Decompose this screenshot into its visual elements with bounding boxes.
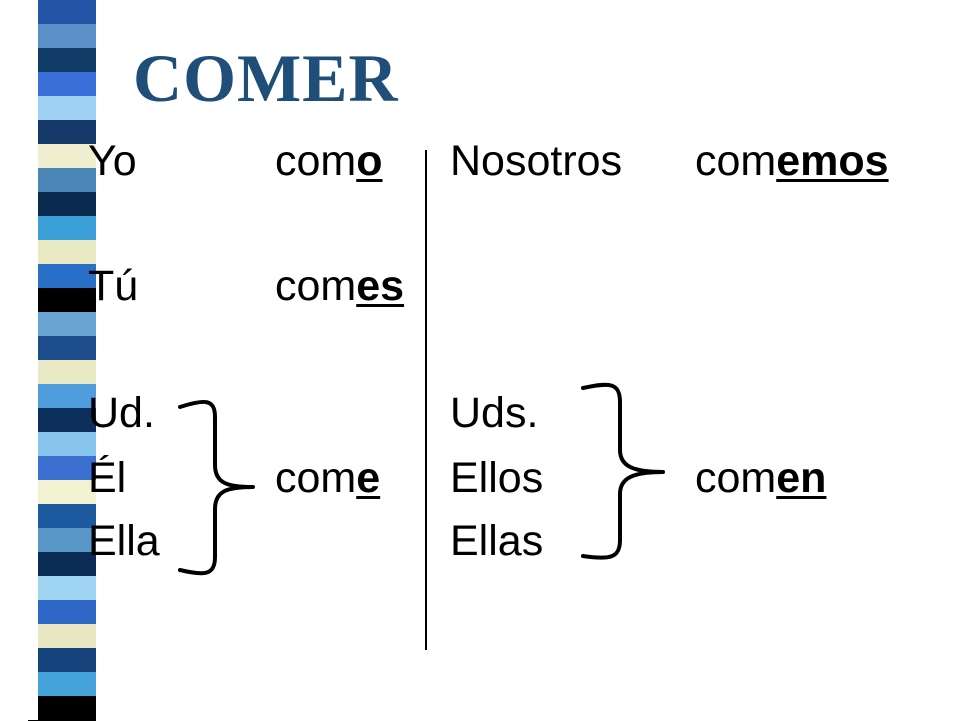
strip-block xyxy=(28,96,96,121)
strip-block xyxy=(28,264,96,289)
strip-block xyxy=(28,72,96,97)
pronoun-ella: Ella xyxy=(88,517,160,565)
strip-block xyxy=(28,624,96,649)
left-curly-brace xyxy=(178,399,255,576)
strip-block xyxy=(28,24,96,49)
verb-ellos: comen xyxy=(695,457,826,500)
pronoun-ud: Ud. xyxy=(88,389,155,437)
slide-title: COMER xyxy=(133,40,399,116)
verb-stem: com xyxy=(275,454,357,502)
verb-stem: com xyxy=(695,454,777,502)
verb-el: come xyxy=(275,457,380,500)
strip-block xyxy=(28,456,96,481)
strip-block xyxy=(28,648,96,673)
strip-block xyxy=(28,408,96,433)
verb-ending: emos xyxy=(776,137,889,185)
verb-nosotros: comemos xyxy=(695,140,889,183)
strip-block xyxy=(28,216,96,241)
strip-block xyxy=(28,336,96,361)
strip-block xyxy=(28,672,96,697)
strip-block xyxy=(28,192,96,217)
strip-block xyxy=(28,312,96,337)
decorative-strip xyxy=(28,0,96,721)
verb-ending: en xyxy=(776,454,827,502)
verb-ending: o xyxy=(356,137,383,185)
strip-block xyxy=(28,552,96,577)
verb-ending: e xyxy=(356,454,381,502)
pronoun-el: Él xyxy=(88,454,127,502)
strip-block xyxy=(28,528,96,553)
strip-block xyxy=(28,120,96,145)
right-curly-brace xyxy=(581,382,665,560)
strip-block xyxy=(28,600,96,625)
strip-block xyxy=(28,432,96,457)
strip-block xyxy=(28,48,96,73)
strip-block xyxy=(28,480,96,505)
verb-yo: como xyxy=(275,140,383,183)
pronoun-ellos: Ellos xyxy=(450,454,544,502)
verb-stem: com xyxy=(275,262,357,310)
strip-block xyxy=(28,168,96,193)
strip-block xyxy=(28,0,96,25)
verb-ending: es xyxy=(356,262,405,310)
strip-block xyxy=(28,360,96,385)
verb-tu: comes xyxy=(275,265,404,308)
pronoun-tu: Tú xyxy=(88,262,139,310)
pronoun-nosotros: Nosotros xyxy=(450,137,623,185)
verb-stem: com xyxy=(275,137,357,185)
strip-block xyxy=(28,240,96,265)
verb-stem: com xyxy=(695,137,777,185)
strip-block xyxy=(28,576,96,601)
pronoun-ellas: Ellas xyxy=(450,517,544,565)
strip-block xyxy=(28,384,96,409)
strip-block xyxy=(28,288,96,313)
strip-edge-left xyxy=(28,0,38,720)
column-divider xyxy=(425,150,427,650)
pronoun-uds: Uds. xyxy=(450,389,539,437)
pronoun-yo: Yo xyxy=(88,137,137,185)
strip-block xyxy=(28,144,96,169)
strip-block xyxy=(28,504,96,529)
strip-block xyxy=(28,696,96,721)
